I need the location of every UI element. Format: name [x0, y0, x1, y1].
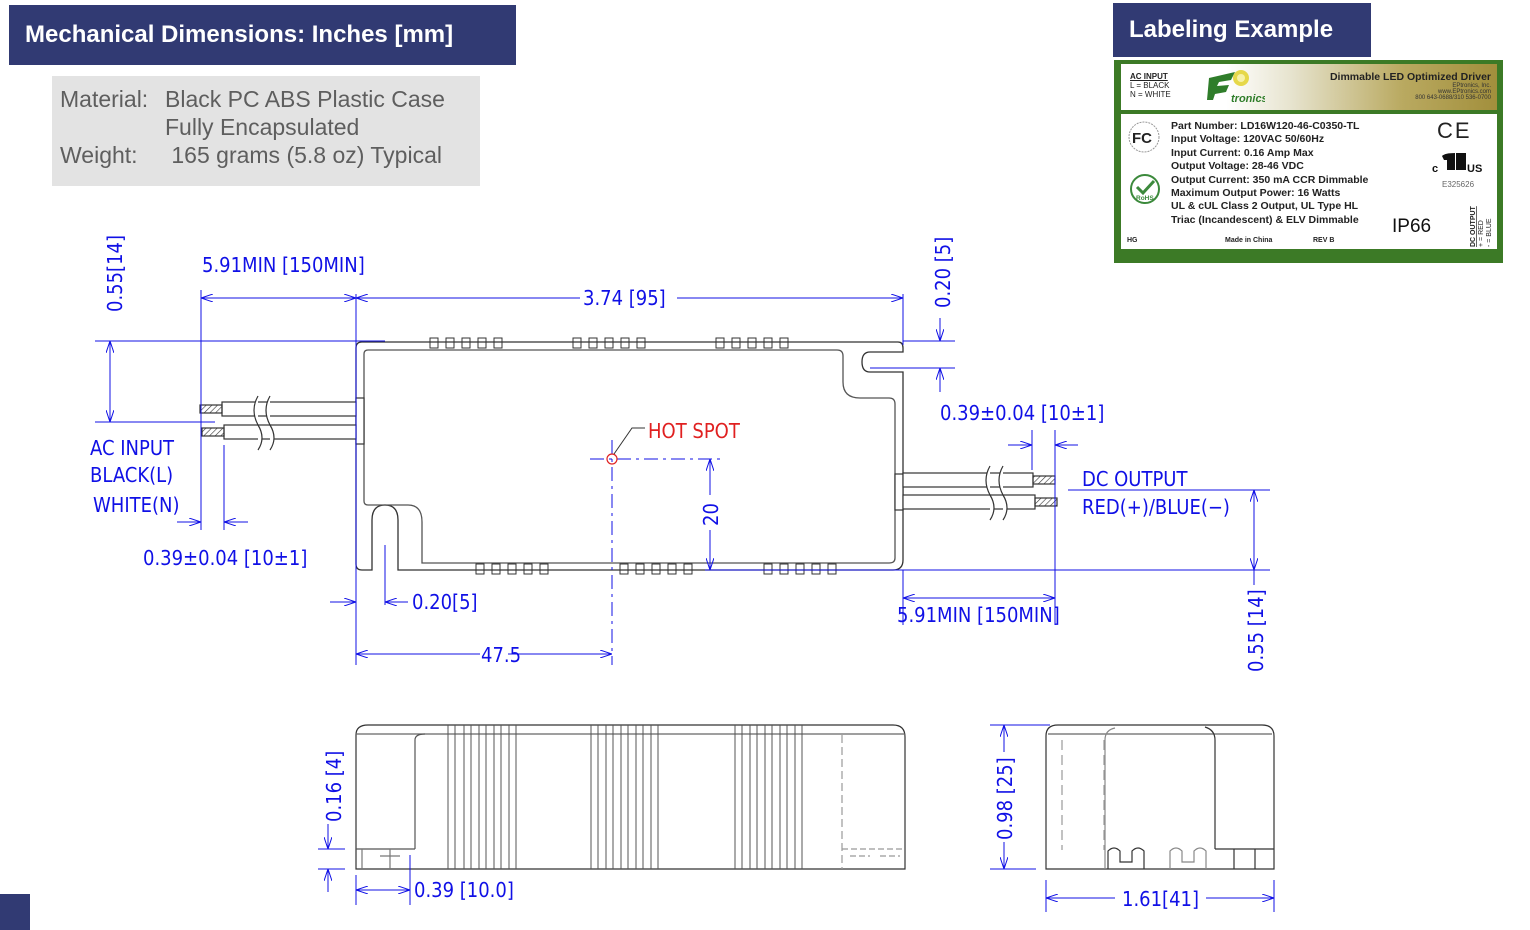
rohs-text: RoHS [1136, 195, 1154, 202]
end-view-outline [1045, 724, 1275, 870]
foot-height-dim: 0.16 [4] [322, 751, 346, 822]
ac-white-label: WHITE(N) [93, 493, 179, 517]
spec-key: Material: [60, 86, 149, 112]
hot-spot-leader [613, 427, 645, 455]
foot-width-dim: 0.39 [10.0] [414, 878, 514, 902]
spec-row-encapsulated: Fully Encapsulated [60, 113, 480, 141]
label-header-band: AC INPUT L = BLACK N = WHITE tronics Dim… [1121, 64, 1497, 110]
label-input-voltage: Input Voltage: 120VAC 50/60Hz [1171, 133, 1325, 146]
end-width-dim: 1.61[41] [1122, 887, 1199, 911]
spec-value: Black PC ABS Plastic Case [165, 86, 445, 112]
dc-plus-legend: + = RED [1478, 220, 1485, 247]
material-spec-box: Material: Black PC ABS Plastic Case Fully… [52, 76, 480, 186]
side-view-dimensions [318, 824, 411, 905]
end-view-dimensions [990, 724, 1275, 912]
ul-c-text: c [1432, 163, 1438, 175]
label-product-block: Dimmable LED Optimized Driver EPtronics,… [1329, 71, 1491, 102]
dc-output-legend: DC OUTPUT + = RED - = BLUE [1470, 205, 1493, 247]
label-body: FC RoHS Part Number: LD16W120-46-C0350-T… [1121, 114, 1497, 249]
label-spec-lines: Part Number: LD16W120-46-C0350-TL Input … [1171, 120, 1368, 227]
label-footer-code: HG [1127, 237, 1138, 244]
dc-output-legend-title: DC OUTPUT [1470, 205, 1477, 247]
ac-input-n: N = WHITE [1130, 90, 1171, 99]
slot-right-dim: 0.20 [5] [931, 237, 955, 308]
label-ul-class: UL & cUL Class 2 Output, UL Type HL [1171, 200, 1359, 213]
fcc-icon: FC [1128, 121, 1160, 153]
dc-colors-label: RED(+)/BLUE(−) [1082, 495, 1230, 519]
dc-minus-legend: - = BLUE [1486, 218, 1493, 247]
label-company: EPtronics, Inc. [1452, 83, 1491, 89]
spec-row-material: Material: Black PC ABS Plastic Case [60, 85, 480, 113]
label-website: www.EPtronics.com [1437, 89, 1491, 95]
spec-value: 165 grams (5.8 oz) Typical [165, 142, 442, 168]
ac-input-l: L = BLACK [1130, 81, 1170, 90]
hot-spot-y-dim: 20 [699, 503, 723, 526]
side-view-ribs [447, 725, 803, 869]
lead-offset-right-dim: 0.55 [14] [1244, 589, 1268, 672]
label-dimming: Triac (Incandescent) & ELV Dimmable [1171, 213, 1359, 226]
ac-input-legend: AC INPUT L = BLACK N = WHITE [1130, 72, 1171, 99]
dc-output-leads [894, 465, 1058, 521]
ul-listing-icon: c US [1432, 153, 1482, 175]
hot-spot-label: HOT SPOT [648, 419, 741, 443]
spec-value: Fully Encapsulated [165, 114, 360, 140]
top-view-inner-outline [363, 349, 896, 564]
ac-input-leads [199, 395, 365, 451]
top-fins [429, 337, 789, 349]
label-made-in: Made in China [1225, 237, 1273, 244]
spec-key: Weight: [60, 142, 138, 168]
side-view-outline [355, 724, 906, 870]
labeling-example-title: Labeling Example [1129, 16, 1334, 43]
label-max-power: Maximum Output Power: 16 Watts [1171, 187, 1341, 200]
dc-output-label: DC OUTPUT [1082, 467, 1188, 491]
rohs-icon: RoHS [1130, 174, 1160, 204]
ac-input-legend-title: AC INPUT [1130, 72, 1168, 81]
top-view-dimensions [95, 290, 1270, 665]
label-input-current: Input Current: 0.16 Amp Max [1171, 146, 1314, 159]
ul-us-text: US [1467, 163, 1482, 175]
eptronics-logo-icon: tronics [1207, 70, 1265, 105]
label-phone: 800 643-0688/310 536-0700 [1415, 95, 1491, 101]
strip-length-left-dim: 0.39±0.04 [10±1] [143, 546, 307, 570]
hot-spot-x-dim: 47.5 [481, 643, 521, 667]
top-view-labels: 5.91MIN [150MIN] 3.74 [95] 0.55[14] AC I… [90, 235, 1268, 672]
labeling-example-header: Labeling Example [1113, 3, 1371, 57]
label-output-voltage: Output Voltage: 28-46 VDC [1171, 160, 1304, 173]
hot-spot-circle [606, 453, 618, 465]
body-length-dim: 3.74 [95] [583, 286, 666, 310]
product-label: AC INPUT L = BLACK N = WHITE tronics Dim… [1114, 60, 1503, 263]
strip-length-right-dim: 0.39±0.04 [10±1] [940, 401, 1104, 425]
lead-offset-left-dim: 0.55[14] [103, 235, 127, 312]
slot-left-dim: 0.20[5] [412, 590, 478, 614]
ac-input-label: AC INPUT [90, 436, 175, 460]
top-view-body-outline [355, 341, 904, 571]
ce-mark-icon: CE [1437, 118, 1472, 143]
lead-length-left-dim: 5.91MIN [150MIN] [202, 253, 365, 277]
lead-length-right-dim: 5.91MIN [150MIN] [897, 603, 1060, 627]
spec-row-weight: Weight: 165 grams (5.8 oz) Typical [60, 141, 480, 169]
label-product-title: Dimmable LED Optimized Driver [1329, 71, 1491, 83]
label-revision: REV B [1313, 237, 1335, 244]
page-corner-marker [0, 894, 30, 930]
mechanical-dimensions-title: Mechanical Dimensions: Inches [mm] [25, 21, 454, 48]
mechanical-dimensions-header: Mechanical Dimensions: Inches [mm] [9, 5, 516, 65]
side-view [355, 724, 906, 870]
logo-text: tronics [1231, 93, 1265, 105]
top-view [199, 337, 1058, 575]
label-part-number: Part Number: LD16W120-46-C0350-TL [1171, 120, 1360, 132]
end-height-dim: 0.98 [25] [993, 757, 1017, 840]
ac-black-label: BLACK(L) [90, 463, 173, 487]
fcc-text: FC [1132, 130, 1152, 147]
bottom-fins [475, 563, 837, 575]
ip-rating: IP66 [1392, 216, 1432, 237]
hot-spot-marker: HOT SPOT [606, 419, 741, 465]
end-view [1045, 724, 1275, 870]
ul-file-number: E325626 [1442, 180, 1475, 189]
label-output-current: Output Current: 350 mA CCR Dimmable [1171, 173, 1369, 186]
